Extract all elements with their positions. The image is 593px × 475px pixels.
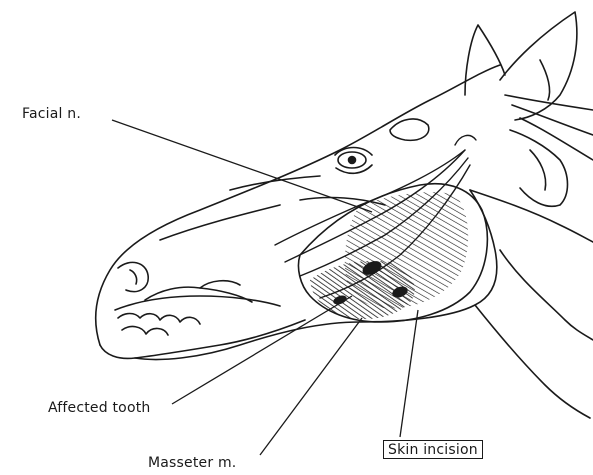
facial-nerve-label: Facial n. (22, 107, 81, 121)
ear-right (500, 12, 577, 120)
neck-outline (475, 305, 590, 418)
leader-affected-tooth (172, 296, 352, 404)
skin-incision-label: Skin incision (383, 440, 483, 459)
leader-masseter (260, 318, 362, 455)
nostril (118, 262, 148, 291)
masseter-muscle-label: Masseter m. (148, 456, 236, 470)
teeth (118, 314, 200, 325)
leader-skin-incision (400, 310, 418, 437)
affected-tooth-label: Affected tooth (48, 401, 150, 415)
upper-lip (115, 296, 280, 310)
ear-left (465, 25, 505, 95)
leader-facial-nerve (112, 120, 372, 212)
